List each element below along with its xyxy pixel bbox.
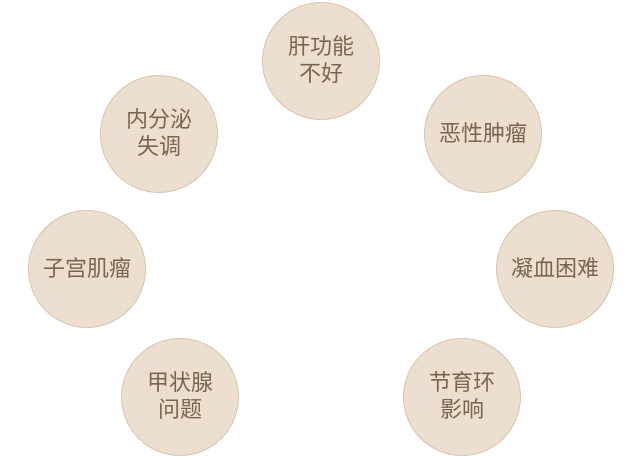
bubble-coagulation-difficulty: 凝血困难 [496, 210, 614, 328]
bubble-label: 子宫肌瘤 [42, 256, 131, 282]
bubble-iud-effect: 节育环 影响 [403, 338, 521, 456]
bubble-endocrine-disorder: 内分泌 失调 [100, 75, 218, 193]
bubble-label: 内分泌 失调 [125, 108, 192, 160]
bubble-uterine-fibroid: 子宫肌瘤 [28, 210, 146, 328]
bubble-label: 甲状腺 问题 [146, 371, 213, 423]
bubble-thyroid-problem: 甲状腺 问题 [121, 338, 239, 456]
bubble-label: 凝血困难 [510, 256, 599, 282]
bubble-label: 恶性肿瘤 [438, 121, 527, 147]
bubble-malignant-tumor: 恶性肿瘤 [424, 75, 542, 193]
bubble-label: 节育环 影响 [428, 371, 495, 423]
bubble-liver-dysfunction: 肝功能 不好 [262, 2, 380, 120]
bubble-label: 肝功能 不好 [287, 35, 354, 87]
